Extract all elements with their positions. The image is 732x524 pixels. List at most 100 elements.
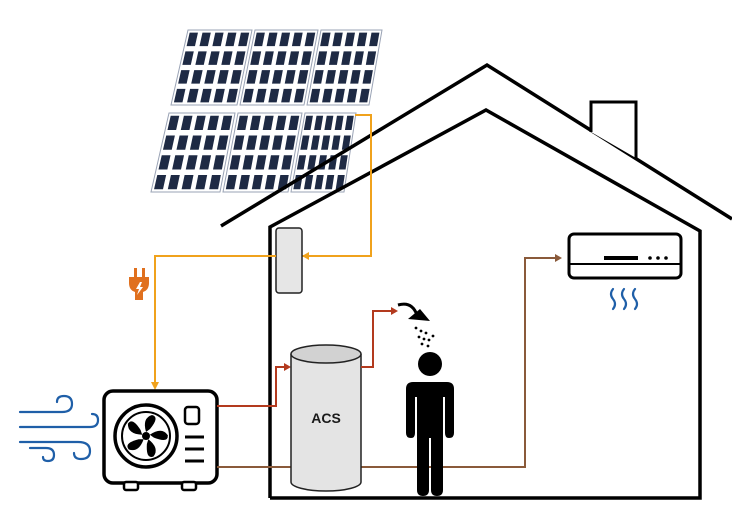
- solar-cell: [338, 155, 348, 170]
- inverter-icon: [275, 227, 303, 294]
- solar-cell: [181, 175, 194, 190]
- solar-cell: [242, 155, 254, 170]
- solar-cell: [271, 70, 283, 84]
- solar-cell: [335, 175, 345, 190]
- shower-icon: [397, 302, 435, 348]
- solar-cell: [331, 135, 341, 150]
- solar-cell: [203, 135, 216, 150]
- solar-cell: [334, 88, 345, 103]
- solar-cell: [226, 88, 238, 103]
- solar-cell: [325, 175, 335, 190]
- solar-cell: [173, 88, 186, 103]
- solar-cell: [314, 115, 324, 130]
- air-conditioner-icon: [567, 232, 683, 280]
- solar-cell: [268, 88, 280, 103]
- solar-cell: [314, 175, 324, 190]
- solar-cell: [213, 155, 225, 170]
- solar-cell: [284, 135, 296, 150]
- solar-panel-frame: [170, 29, 253, 106]
- solar-panel-frame: [239, 29, 319, 106]
- solar-cell: [167, 115, 180, 130]
- solar-cell: [217, 70, 229, 84]
- solar-cell: [365, 51, 377, 65]
- solar-cell: [204, 70, 216, 84]
- solar-cell: [369, 32, 380, 47]
- solar-cell: [233, 135, 245, 150]
- solar-cell: [187, 88, 199, 103]
- solar-cell: [264, 175, 276, 190]
- solar-cell: [237, 115, 249, 130]
- solar-cell: [185, 155, 198, 170]
- solar-cell: [212, 32, 224, 47]
- solar-cell: [194, 115, 206, 130]
- solar-cell: [332, 32, 343, 47]
- solar-cell: [304, 32, 316, 47]
- person-icon: [406, 352, 454, 496]
- solar-cell: [207, 115, 219, 130]
- solar-cell: [238, 32, 250, 47]
- solar-cell: [213, 88, 225, 103]
- solar-cell: [225, 175, 237, 190]
- solar-cell: [234, 51, 246, 65]
- solar-panel-frame: [150, 112, 236, 193]
- plug-icon: [129, 268, 149, 300]
- solar-cell: [246, 70, 258, 84]
- wind-icon: [18, 394, 100, 463]
- solar-cell: [325, 70, 336, 84]
- solar-cell: [162, 135, 175, 150]
- solar-cell: [220, 115, 233, 130]
- solar-cell: [353, 51, 364, 65]
- solar-cell: [293, 88, 305, 103]
- solar-panel-icon: [150, 29, 383, 193]
- solar-cell: [262, 115, 274, 130]
- solar-cell: [266, 32, 278, 47]
- solar-cell: [225, 32, 237, 47]
- solar-cell: [344, 115, 354, 130]
- solar-cell: [350, 70, 361, 84]
- solar-cell: [178, 70, 190, 84]
- power-line: [154, 255, 276, 385]
- solar-cell: [176, 135, 189, 150]
- solar-cell: [158, 155, 171, 170]
- solar-cell: [191, 70, 203, 84]
- solar-cell: [186, 32, 198, 47]
- solar-cell: [195, 51, 207, 65]
- solar-cell: [341, 51, 352, 65]
- solar-cell: [251, 175, 263, 190]
- solar-panel-frame: [290, 112, 357, 193]
- solar-cell: [271, 135, 283, 150]
- solar-cell: [320, 32, 331, 47]
- solar-cell: [230, 70, 242, 84]
- solar-cell: [216, 135, 229, 150]
- solar-cell: [341, 135, 351, 150]
- solar-panel-frame: [222, 112, 303, 193]
- solar-cell: [242, 88, 254, 103]
- solar-cell: [275, 51, 287, 65]
- solar-cell: [182, 51, 194, 65]
- solar-cell: [199, 155, 212, 170]
- hot-water-line: [217, 366, 288, 407]
- solar-cell: [284, 70, 296, 84]
- solar-cell: [344, 32, 355, 47]
- solar-cell: [307, 155, 317, 170]
- solar-cell: [209, 175, 221, 190]
- solar-cell: [200, 88, 212, 103]
- solar-cell: [221, 51, 233, 65]
- solar-cell: [268, 155, 280, 170]
- chimney-icon: [589, 100, 638, 158]
- solar-cell: [255, 88, 267, 103]
- solar-cell: [255, 155, 267, 170]
- fan-icon: [113, 403, 179, 469]
- solar-cell: [337, 70, 349, 84]
- solar-cell: [262, 51, 274, 65]
- solar-cell: [199, 32, 211, 47]
- heat-pump-icon: [102, 389, 219, 492]
- solar-cell: [238, 175, 250, 190]
- solar-cell: [208, 51, 220, 65]
- solar-cell: [297, 70, 309, 84]
- solar-cell: [180, 115, 193, 130]
- solar-cell: [154, 175, 167, 190]
- solar-cell: [229, 155, 241, 170]
- solar-cell: [359, 88, 370, 103]
